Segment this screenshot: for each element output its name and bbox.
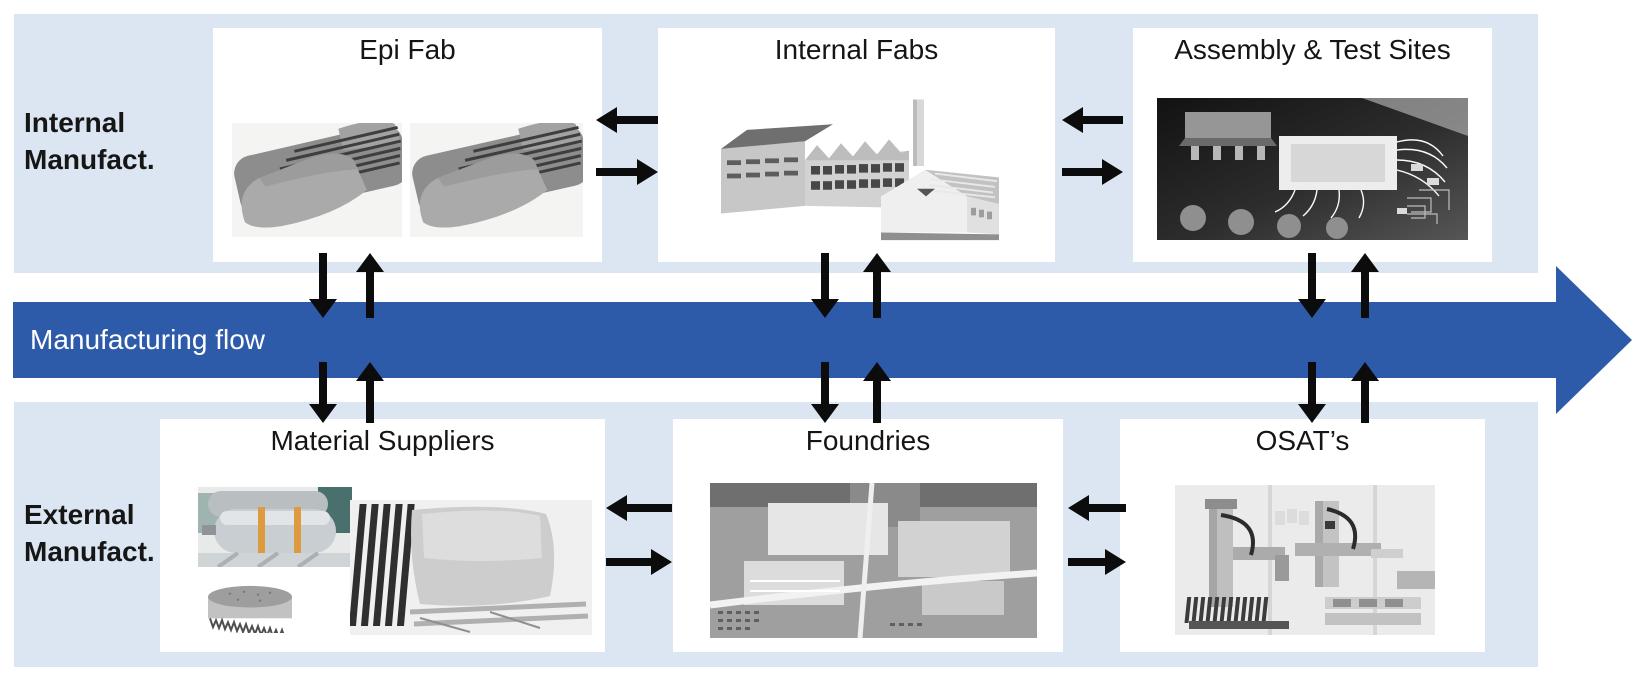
manufacturing-flow-arrowhead-icon: [1556, 266, 1632, 414]
box-title-osats: OSAT’s: [1255, 425, 1350, 456]
assembly-equipment-photo: [1175, 485, 1435, 635]
fab-buildings-illustration: [713, 90, 1003, 242]
box-osats: OSAT’s: [1120, 419, 1485, 652]
box-title-foundries: Foundries: [805, 425, 931, 456]
fab-campus-aerial-photo: [710, 483, 1037, 638]
chip-on-circuit-board-photo: [1157, 98, 1468, 240]
box-assembly-test-sites: Assembly & Test Sites: [1133, 28, 1492, 262]
ingot-disc-photo: [200, 581, 300, 633]
manufacturing-flow-label: Manufacturing flow: [30, 324, 266, 355]
gas-tanks-photo: [198, 487, 352, 567]
internal-label-line1: Internal: [24, 107, 126, 138]
external-label-line2: Manufact.: [24, 536, 155, 567]
box-epi-fab: Epi Fab: [213, 28, 602, 262]
box-title-epi-fab: Epi Fab: [359, 34, 456, 65]
wafer-stack-photo-2: [410, 123, 583, 237]
box-internal-fabs: Internal Fabs: [658, 28, 1055, 262]
manufacturing-flow-arrow: Manufacturing flow: [13, 302, 1556, 378]
box-title-material-suppliers: Material Suppliers: [270, 425, 495, 456]
external-manufacturing-label: External Manufact.: [24, 496, 155, 570]
box-foundries: Foundries: [673, 419, 1063, 652]
internal-manufacturing-label: Internal Manufact.: [24, 104, 155, 178]
box-material-suppliers: Material Suppliers: [160, 419, 605, 652]
external-label-line1: External: [24, 499, 135, 530]
box-title-internal-fabs: Internal Fabs: [774, 34, 939, 65]
wafer-stack-photo-1: [232, 123, 402, 237]
wafer-carrier-photo: [350, 500, 592, 635]
box-title-assembly-test-sites: Assembly & Test Sites: [1174, 34, 1451, 65]
internal-label-line2: Manufact.: [24, 144, 155, 175]
